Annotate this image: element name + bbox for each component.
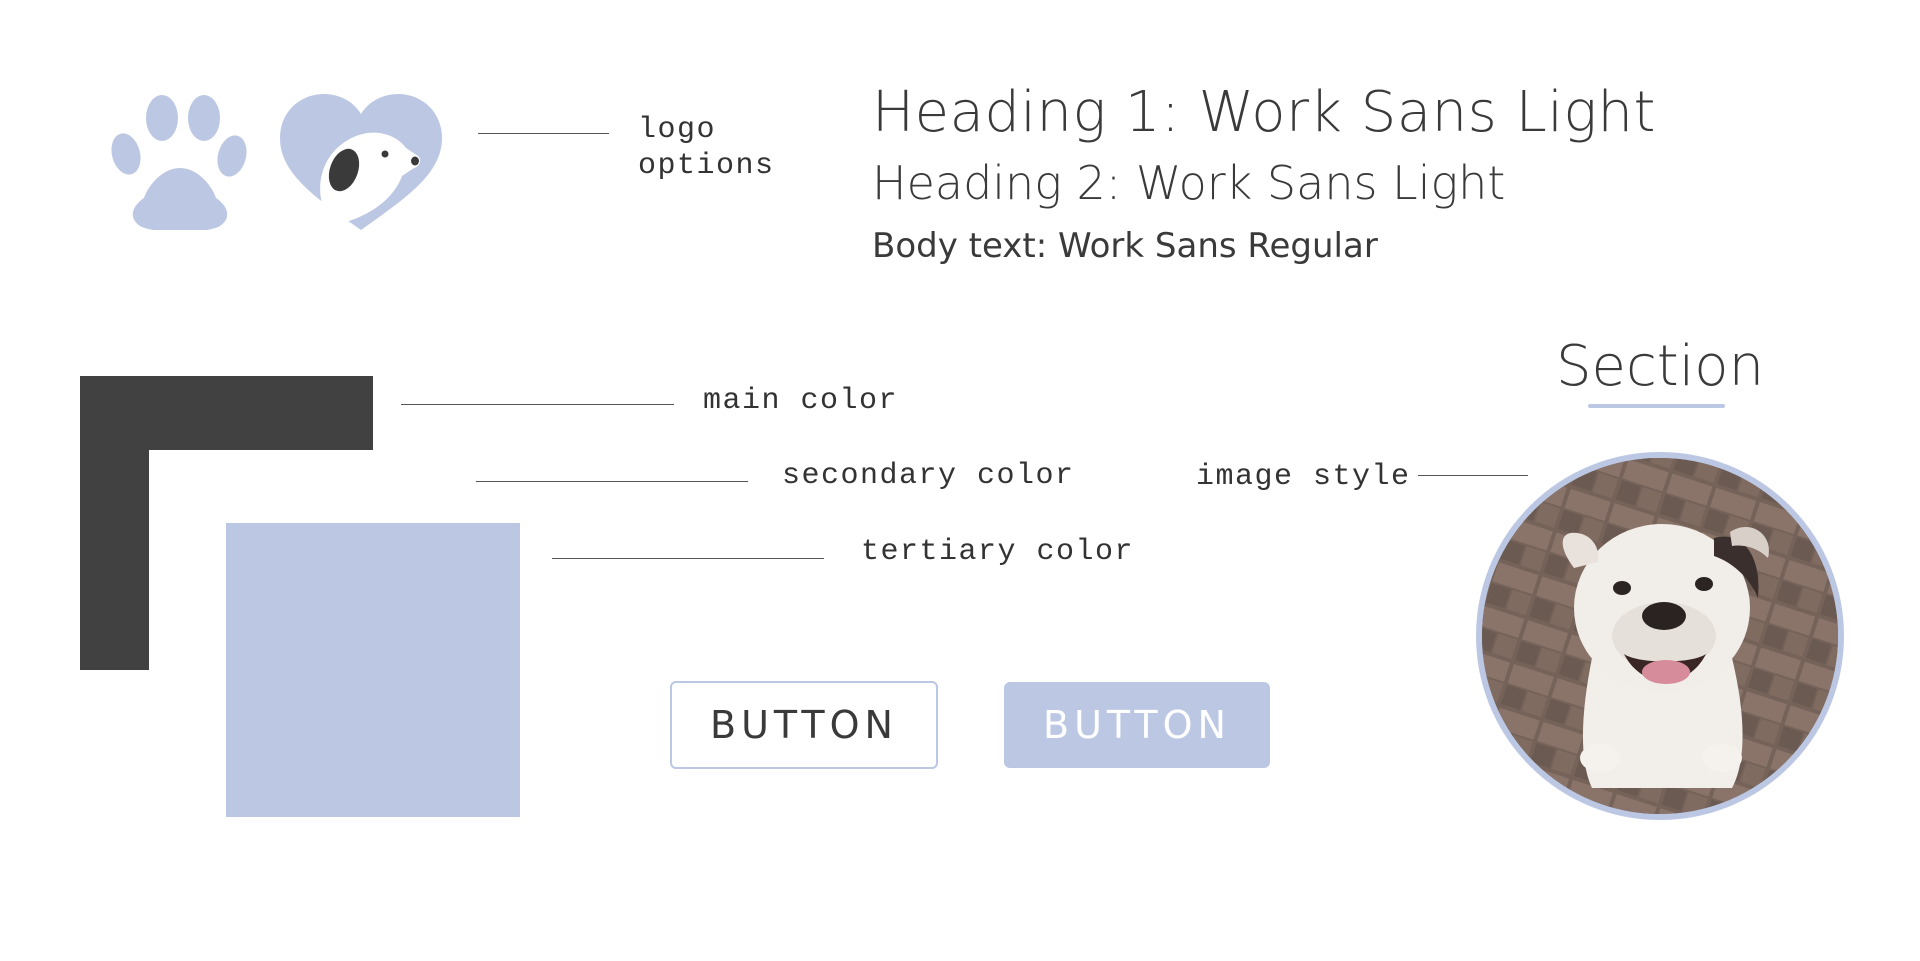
secondary-color-leader-line [476,481,748,482]
tertiary-color-swatch [226,523,520,817]
main-color-swatch-left [80,450,149,670]
heart-dog-icon [280,94,442,230]
bulldog-photo [1476,452,1844,820]
secondary-color-label: secondary color [782,459,1075,493]
heading-1-sample: Heading 1: Work Sans Light [872,80,1656,145]
main-color-label: main color [703,384,899,418]
outline-button[interactable]: BUTTON [670,681,938,769]
main-color-leader-line [401,404,674,405]
logo-options-label: logo options [638,113,775,183]
paw-print-icon [111,95,247,230]
logo-leader-line [478,133,609,134]
tertiary-color-leader-line [552,558,824,559]
filled-button[interactable]: BUTTON [1004,682,1270,768]
section-underline [1588,404,1725,408]
body-text-sample: Body text: Work Sans Regular [872,226,1378,266]
heading-2-sample: Heading 2: Work Sans Light [872,156,1506,210]
tertiary-color-label: tertiary color [861,535,1135,569]
image-style-leader-line [1418,475,1528,476]
main-color-swatch-top [80,376,373,450]
image-style-label: image style [1196,460,1411,494]
bulldog-photo-illustration [1482,458,1838,814]
section-heading: Section [1556,334,1765,399]
